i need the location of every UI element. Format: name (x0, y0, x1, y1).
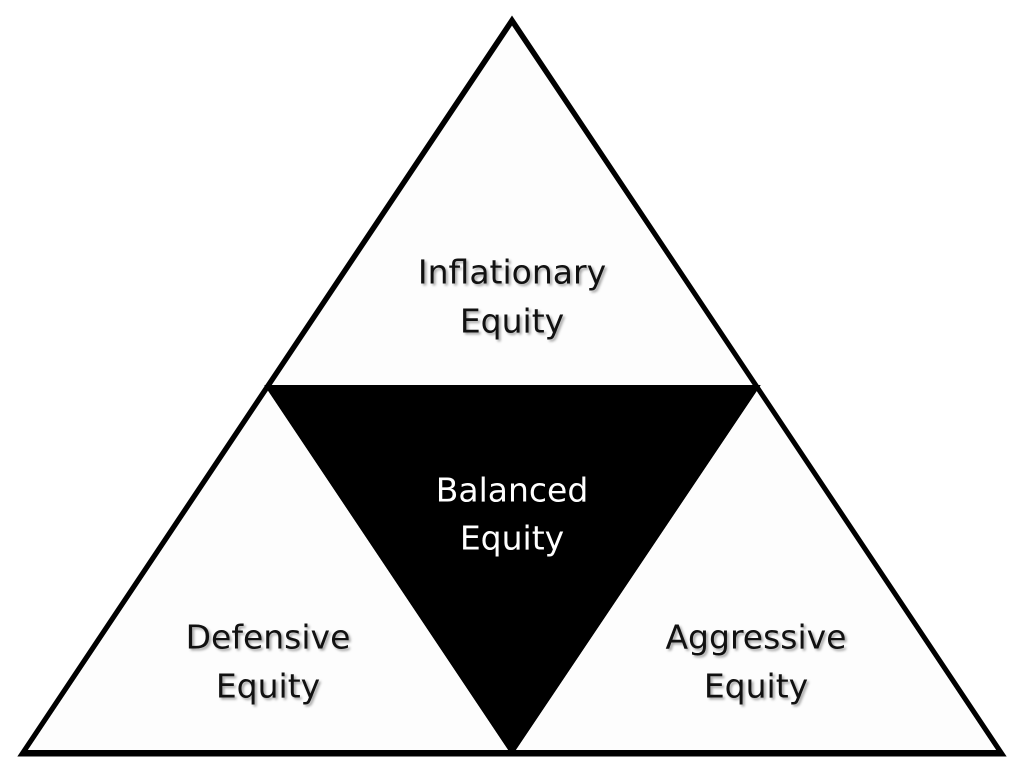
center-segment-label-line2: Equity (460, 519, 564, 558)
top-segment-label: Inflationary Equity (418, 253, 606, 341)
outer-triangle-outline (17, 15, 1007, 757)
center-segment-label-line1: Balanced (436, 471, 589, 510)
top-segment-label-line2: Equity (460, 302, 564, 341)
bottom-left-segment-label-line2: Equity (216, 667, 320, 706)
bottom-right-segment-label-line2: Equity (704, 667, 808, 706)
bottom-right-segment-label: Aggressive Equity (665, 618, 846, 706)
bottom-left-segment-label-line1: Defensive (186, 618, 351, 657)
bottom-right-segment-label-line1: Aggressive (665, 618, 846, 657)
top-segment-label-line1: Inflationary (418, 253, 606, 292)
center-triangle-segment (264, 385, 761, 756)
bottom-left-segment-label: Defensive Equity (186, 618, 351, 706)
center-segment-label: Balanced Equity (436, 471, 589, 558)
